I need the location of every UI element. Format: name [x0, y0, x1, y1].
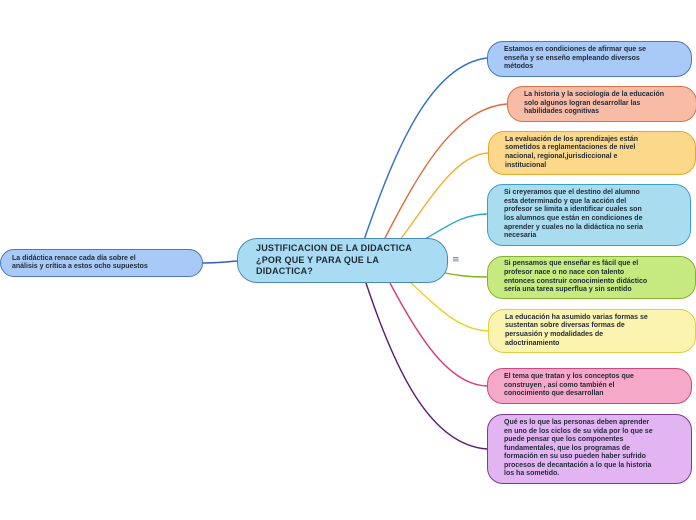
branch-node-text: La historia y la sociología de la educac…	[524, 91, 665, 116]
connector-branch-8	[365, 282, 488, 450]
branch-node-2[interactable]: La historia y la sociología de la educac…	[507, 86, 696, 122]
branch-node-text: La evaluación de los aprendizajes están …	[505, 135, 639, 169]
branch-node-text: Qué es lo que las personas deben aprende…	[504, 418, 653, 478]
branch-node-text: La educación ha asumido varias formas se…	[505, 313, 648, 347]
connector-left-topic	[202, 260, 238, 264]
left-topic-text: La didáctica renace cada día sobre el an…	[12, 254, 148, 271]
branch-node-text: Si pensamos que enseñar es fácil que el …	[504, 260, 648, 294]
branch-node-text: Si creyeramos que el destino del alumno …	[504, 189, 643, 240]
branch-node-7[interactable]: El tema que tratan y los conceptos que c…	[487, 368, 692, 404]
branch-node-8[interactable]: Qué es lo que las personas deben aprende…	[487, 414, 692, 484]
connector-branch-3	[399, 152, 489, 241]
left-topic[interactable]: La didáctica renace cada día sobre el an…	[0, 249, 203, 277]
connector-branch-6	[409, 281, 489, 332]
notes-icon[interactable]: ≡	[452, 255, 460, 265]
central-topic-text: JUSTIFICACION DE LA DIDACTICA ¿POR QUE Y…	[256, 243, 412, 277]
central-topic[interactable]: JUSTIFICACION DE LA DIDACTICA ¿POR QUE Y…	[237, 238, 448, 283]
branch-node-6[interactable]: La educación ha asumido varias formas se…	[488, 309, 696, 353]
branch-node-1[interactable]: Estamos en condiciones de afirmar que se…	[487, 41, 692, 77]
branch-node-5[interactable]: Si pensamos que enseñar es fácil que el …	[487, 256, 696, 299]
branch-node-3[interactable]: La evaluación de los aprendizajes están …	[488, 131, 696, 175]
connector-branch-2	[383, 103, 508, 241]
branch-node-text: El tema que tratan y los conceptos que c…	[504, 373, 634, 398]
connector-branch-1	[363, 57, 488, 241]
branch-node-4[interactable]: Si creyeramos que el destino del alumno …	[487, 184, 691, 246]
connector-branch-7	[389, 282, 488, 387]
branch-node-text: Estamos en condiciones de afirmar que se…	[504, 46, 646, 71]
